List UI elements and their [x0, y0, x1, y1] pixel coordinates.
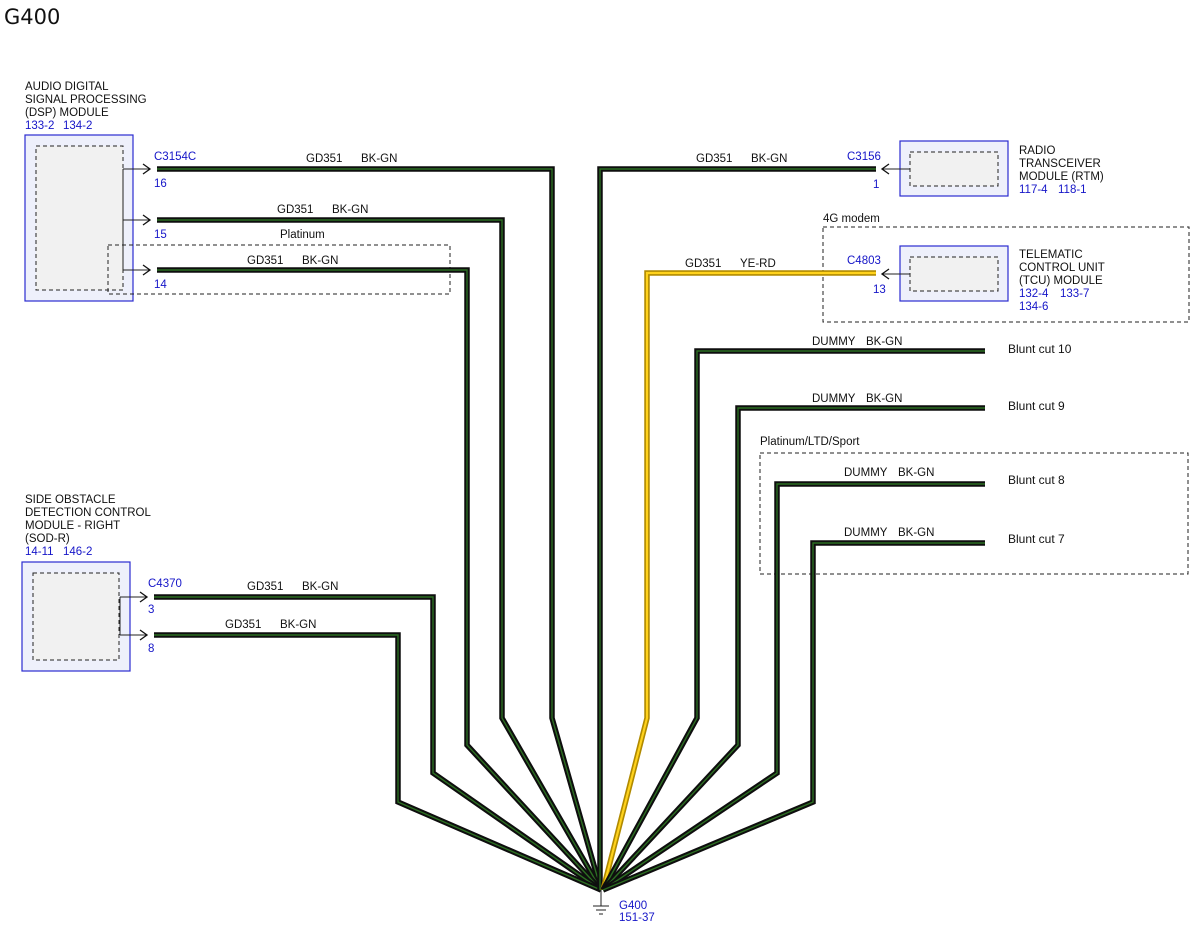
wire-rtm-1[interactable] — [597, 166, 876, 890]
wire-dsp-16-color: BK-GN — [361, 153, 397, 165]
dsp-module-name-line-2: SIGNAL PROCESSING — [25, 94, 147, 106]
sod-ref-2[interactable]: 146-2 — [63, 546, 92, 558]
wire-dsp-15-color: BK-GN — [332, 204, 368, 216]
pin-1-arrow-icon — [880, 163, 890, 175]
wire-rtm-1-color: BK-GN — [751, 153, 787, 165]
wire-dsp-14-circuit: GD351 — [247, 255, 283, 267]
tcu-pin-13: 13 — [873, 284, 886, 296]
rtm-module[interactable]: RADIO TRANSCEIVER MODULE (RTM) 117-4 118… — [899, 140, 1104, 197]
rtm-module-inner — [909, 151, 999, 187]
wire-sod-3[interactable] — [154, 594, 603, 893]
pin-14-arrow-icon — [142, 264, 152, 276]
rtm-connector-leads — [880, 163, 910, 175]
wire-dsp-15-circuit: GD351 — [277, 204, 313, 216]
pin-3-arrow-icon — [139, 591, 149, 603]
ground-name[interactable]: G400 — [619, 900, 647, 912]
blunt-cut-9-label: Blunt cut 9 — [1008, 399, 1065, 413]
sod-module-name-line-4: (SOD-R) — [25, 533, 70, 545]
dsp-ref-2[interactable]: 134-2 — [63, 120, 92, 132]
platinum-option-label: Platinum — [280, 229, 325, 241]
tcu-module-name-line-2: CONTROL UNIT — [1019, 262, 1105, 274]
wire-blunt-7-color: BK-GN — [898, 527, 934, 539]
modem-option-label: 4G modem — [823, 213, 880, 225]
wire-blunt-10-color: BK-GN — [866, 336, 902, 348]
dsp-module-name-line-1: AUDIO DIGITAL — [25, 81, 109, 93]
tcu-module[interactable]: TELEMATIC CONTROL UNIT (TCU) MODULE 132-… — [899, 245, 1105, 313]
wire-sod-3-circuit: GD351 — [247, 581, 283, 593]
rtm-pin-1: 1 — [873, 179, 879, 191]
modem-option-box — [822, 226, 1190, 323]
wire-dsp-16[interactable] — [157, 166, 604, 891]
ground-icon — [593, 890, 609, 915]
wire-tcu-13-yellow[interactable] — [600, 270, 876, 891]
wire-sod-8[interactable] — [154, 632, 603, 893]
rtm-ref-1[interactable]: 117-4 — [1019, 184, 1048, 196]
dsp-module-name-line-3: (DSP) MODULE — [25, 107, 109, 119]
wire-blunt-cut-7[interactable] — [601, 540, 985, 893]
tcu-module-name-line-3: (TCU) MODULE — [1019, 275, 1103, 287]
sod-module-name-line-3: MODULE - RIGHT — [25, 520, 120, 532]
blunt-cut-10-label: Blunt cut 10 — [1008, 342, 1072, 356]
dsp-ref-1[interactable]: 133-2 — [25, 120, 54, 132]
wire-blunt-8-circuit: DUMMY — [844, 467, 888, 479]
ground-ref[interactable]: 151-37 — [619, 912, 655, 924]
pin-16-arrow-icon — [142, 163, 152, 175]
wire-blunt-10-circuit: DUMMY — [812, 336, 856, 348]
tcu-connector-leads — [880, 268, 910, 280]
rtm-ref-2[interactable]: 118-1 — [1058, 184, 1087, 196]
wire-blunt-9-color: BK-GN — [866, 393, 902, 405]
rtm-connector-id[interactable]: C3156 — [847, 151, 881, 163]
sod-pin-3: 3 — [148, 604, 154, 616]
dsp-pin-14: 14 — [154, 279, 167, 291]
page-title: G400 — [4, 5, 60, 29]
wire-dsp-15[interactable] — [157, 217, 604, 892]
wire-rtm-1-circuit: GD351 — [696, 153, 732, 165]
tcu-connector-id[interactable]: C4803 — [847, 255, 881, 267]
sod-ref-1[interactable]: 14-11 — [25, 546, 54, 558]
sod-module-name-line-1: SIDE OBSTACLE — [25, 494, 116, 506]
wire-tcu-13-circuit: GD351 — [685, 258, 721, 270]
dsp-pin-15: 15 — [154, 229, 167, 241]
rtm-module-name-line-2: TRANSCEIVER — [1019, 158, 1101, 170]
wire-dsp-16-circuit: GD351 — [306, 153, 342, 165]
sod-module-inner — [32, 572, 120, 661]
tcu-module-name-line-1: TELEMATIC — [1019, 249, 1083, 261]
dsp-connector-id[interactable]: C3154C — [154, 151, 196, 163]
dsp-module-inner — [35, 145, 124, 291]
platinum-ltd-sport-option-label: Platinum/LTD/Sport — [760, 436, 860, 448]
wire-sod-8-color: BK-GN — [280, 619, 316, 631]
wire-sod-8-circuit: GD351 — [225, 619, 261, 631]
dsp-connector-leads — [122, 163, 152, 276]
wire-blunt-9-circuit: DUMMY — [812, 393, 856, 405]
pin-13-arrow-icon — [880, 268, 890, 280]
pin-8-arrow-icon — [139, 629, 149, 641]
wire-blunt-cut-9[interactable] — [600, 405, 985, 892]
sod-module[interactable]: SIDE OBSTACLE DETECTION CONTROL MODULE -… — [21, 494, 151, 672]
wire-tcu-13-color: YE-RD — [740, 258, 776, 270]
dsp-module[interactable]: AUDIO DIGITAL SIGNAL PROCESSING (DSP) MO… — [24, 81, 147, 302]
wire-blunt-cut-10[interactable] — [600, 348, 985, 892]
sod-connector-leads — [119, 591, 149, 641]
rtm-module-name-line-3: MODULE (RTM) — [1019, 171, 1104, 183]
wire-blunt-cut-8[interactable] — [601, 481, 985, 893]
tcu-ref-3[interactable]: 134-6 — [1019, 301, 1048, 313]
platinum-ltd-sport-option-box — [759, 452, 1189, 575]
tcu-ref-2[interactable]: 133-7 — [1060, 288, 1089, 300]
blunt-cut-7-label: Blunt cut 7 — [1008, 532, 1065, 546]
sod-module-name-line-2: DETECTION CONTROL — [25, 507, 151, 519]
sod-connector-id[interactable]: C4370 — [148, 578, 182, 590]
tcu-module-inner — [909, 256, 999, 292]
blunt-cut-8-label: Blunt cut 8 — [1008, 473, 1065, 487]
wire-blunt-8-color: BK-GN — [898, 467, 934, 479]
wire-dsp-14-color: BK-GN — [302, 255, 338, 267]
wire-sod-3-color: BK-GN — [302, 581, 338, 593]
sod-pin-8: 8 — [148, 643, 154, 655]
wire-blunt-7-circuit: DUMMY — [844, 527, 888, 539]
rtm-module-name-line-1: RADIO — [1019, 145, 1055, 157]
tcu-ref-1[interactable]: 132-4 — [1019, 288, 1049, 300]
pin-15-arrow-icon — [142, 214, 152, 226]
wire-dsp-14[interactable] — [157, 267, 604, 892]
dsp-pin-16: 16 — [154, 178, 167, 190]
